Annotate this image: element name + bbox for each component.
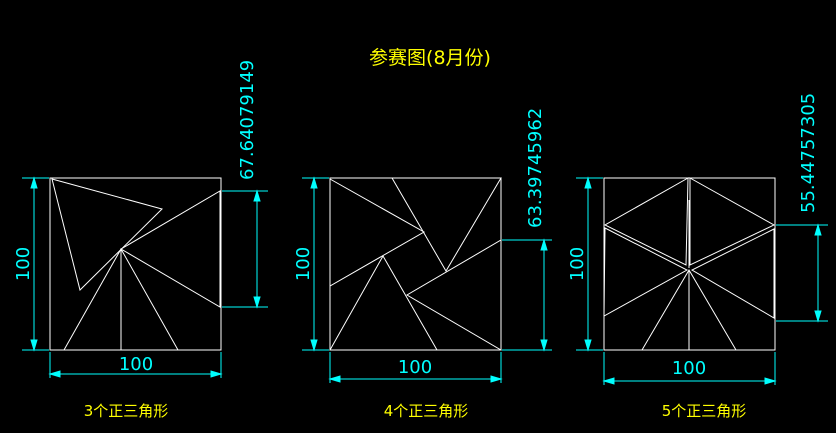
panel-4-dimensions xyxy=(302,176,552,383)
panel-3-caption: 3个正三角形 xyxy=(84,402,169,420)
panel-5-triangles: 100 100 55.44757305 5个正三角形 xyxy=(567,93,828,420)
panel-4-triangles: 100 100 63.39745962 4个正三角形 xyxy=(293,108,552,420)
panel-5-width-label: 100 xyxy=(672,358,706,379)
triangle-3 xyxy=(406,239,502,351)
triangle-2 xyxy=(391,177,502,272)
panel-4-caption: 4个正三角形 xyxy=(384,402,469,420)
panel-3-height-label: 100 xyxy=(13,247,34,281)
panel-5-height-label: 100 xyxy=(567,247,588,281)
panel-3-triangles: 100 100 67.64079149 3个正三角形 xyxy=(13,60,268,420)
panel-4-geometry xyxy=(329,177,502,351)
triangle-4 xyxy=(329,254,438,351)
triangle-1 xyxy=(603,177,689,266)
square-outline xyxy=(329,177,502,351)
triangle-2 xyxy=(120,190,221,308)
panel-5-offset-label: 55.44757305 xyxy=(798,93,819,213)
triangle-1 xyxy=(329,178,426,287)
panel-5-geometry xyxy=(603,177,776,351)
panel-3-geometry xyxy=(49,177,222,351)
triangle-3 xyxy=(603,227,689,317)
triangle-2 xyxy=(689,177,776,266)
panel-5-dimensions xyxy=(576,176,828,385)
panel-3-dimensions xyxy=(22,176,268,378)
panel-3-offset-label: 67.64079149 xyxy=(237,60,258,180)
panel-4-height-label: 100 xyxy=(293,247,314,281)
square-outline xyxy=(49,177,222,351)
panel-5-caption: 5个正三角形 xyxy=(662,402,747,420)
drawing-title: 参赛图(8月份) xyxy=(369,47,491,69)
panel-4-offset-label: 63.39745962 xyxy=(525,108,546,228)
panel-4-width-label: 100 xyxy=(398,357,432,378)
panel-3-width-label: 100 xyxy=(119,354,153,375)
triangle-4 xyxy=(690,228,775,319)
